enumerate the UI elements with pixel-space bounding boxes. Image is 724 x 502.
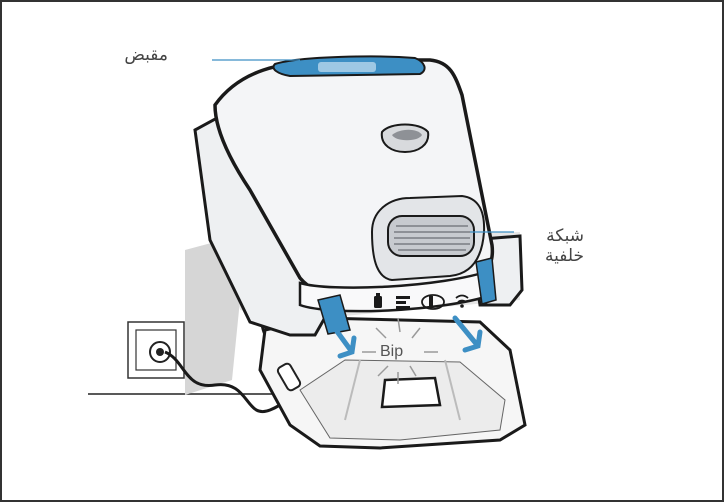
filter-grid <box>388 216 474 256</box>
filter-grid-label: شبكة خلفية <box>506 226 584 266</box>
filter-grid-label-line1: شبكة <box>506 226 584 246</box>
filter-grid-label-line2: خلفية <box>506 246 584 266</box>
beep-label: Bip <box>380 343 403 361</box>
charging-base <box>260 318 525 448</box>
handle-label: مقبض <box>58 45 168 65</box>
wall-socket <box>128 322 184 378</box>
